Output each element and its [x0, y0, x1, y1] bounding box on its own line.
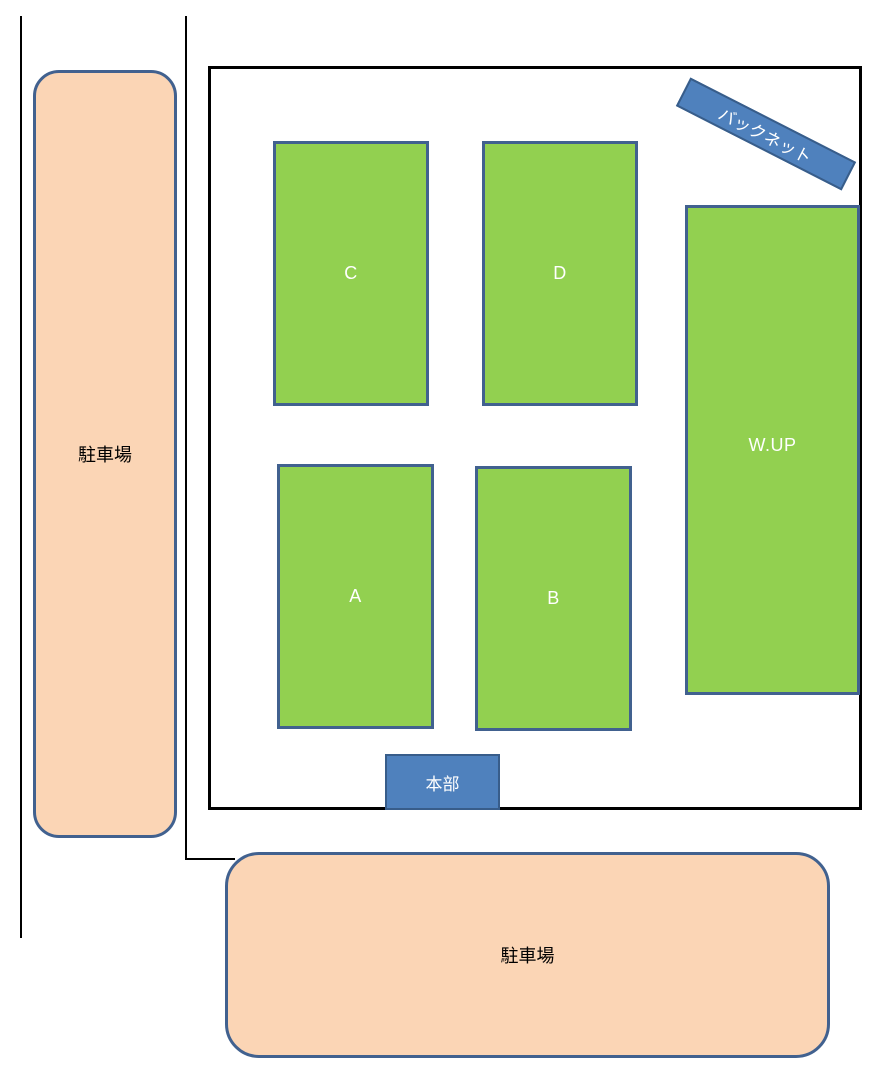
field-warmup-label: W.UP: [748, 434, 797, 455]
field-c-label: C: [344, 263, 358, 283]
parking-lot-left: 駐車場: [33, 70, 177, 838]
headquarters: 本部: [385, 754, 500, 810]
parking-lot-bottom: 駐車場: [225, 852, 830, 1058]
road-line-bottom: [185, 858, 235, 860]
field-d: D: [482, 141, 638, 406]
field-d-label: D: [553, 263, 567, 283]
field-c: C: [273, 141, 429, 406]
field-b: B: [475, 466, 632, 731]
field-b-label: B: [547, 588, 560, 608]
road-line-left: [20, 16, 22, 938]
parking-lot-bottom-label: 駐車場: [500, 946, 555, 967]
field-a: A: [277, 464, 434, 729]
field-warmup: W.UP: [685, 205, 860, 695]
parking-lot-left-label: 駐車場: [78, 445, 132, 466]
field-a-label: A: [349, 586, 362, 606]
road-line-right: [185, 16, 187, 860]
headquarters-label: 本部: [425, 774, 460, 795]
